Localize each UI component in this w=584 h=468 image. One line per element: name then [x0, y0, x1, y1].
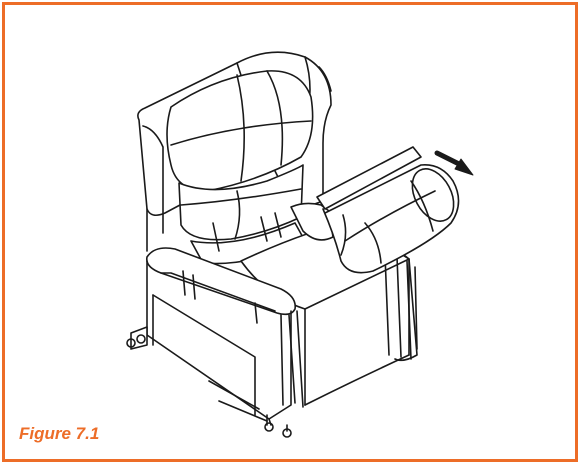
figure-caption: Figure 7.1: [19, 424, 100, 443]
left-armrest: [145, 247, 297, 324]
back-cushion-middle: [178, 164, 304, 241]
base-castors: [126, 326, 292, 438]
figure-frame: Figure 7.1: [2, 2, 578, 462]
armpad-removed: [316, 146, 460, 274]
pull-direction-arrow: [434, 150, 474, 176]
chair-illustration: [126, 51, 474, 438]
left-side-panel: [146, 260, 304, 426]
back-cushion-top: [166, 70, 314, 192]
